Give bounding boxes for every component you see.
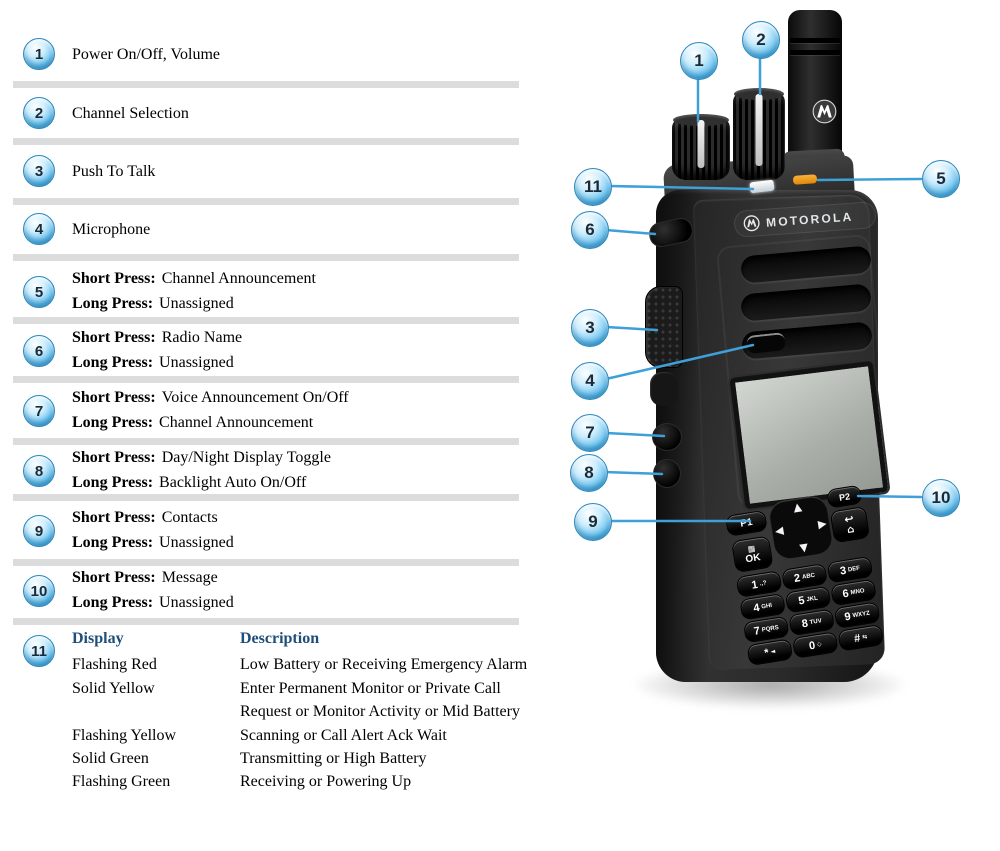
legend-item-mic: Microphone bbox=[72, 221, 151, 238]
separator bbox=[13, 376, 519, 383]
legend-item-btn5: Short Press:Channel Announcement Long Pr… bbox=[72, 270, 316, 312]
knob-indicator-stripe bbox=[755, 94, 763, 166]
legend-badge-11: 11 bbox=[23, 635, 55, 667]
led-state: Flashing Yellow bbox=[72, 726, 177, 744]
separator bbox=[13, 438, 519, 445]
volume-knob bbox=[672, 114, 730, 180]
legend-badge-8: 8 bbox=[23, 455, 55, 487]
knob-indicator-stripe bbox=[697, 120, 705, 168]
motorola-emblem-icon bbox=[743, 215, 760, 232]
led-state: Flashing Red bbox=[72, 656, 157, 674]
space-icon: ◇ bbox=[816, 640, 823, 649]
legend-item-power: Power On/Off, Volume bbox=[72, 46, 220, 63]
dpad-left-icon: ◀ bbox=[774, 523, 785, 538]
led-indicator-table: Display Description Flashing Red Low Bat… bbox=[72, 627, 532, 794]
badge-number: 6 bbox=[34, 342, 44, 360]
led-desc: Scanning or Call Alert Ack Wait bbox=[240, 726, 447, 744]
legend-badge-9: 9 bbox=[23, 515, 55, 547]
legend-item-ptt: Push To Talk bbox=[72, 163, 156, 180]
dpad-right-icon: ▶ bbox=[817, 516, 828, 532]
radio-callout-1: 1 bbox=[680, 42, 718, 80]
badge-number: 4 bbox=[34, 220, 44, 238]
home-icon: ⌂ bbox=[846, 524, 856, 537]
legend-item-btn10: Short Press:Message Long Press:Unassigne… bbox=[72, 569, 234, 611]
toggle-icon: ⇆ bbox=[861, 633, 868, 642]
led-state: Solid Yellow bbox=[72, 679, 155, 697]
dpad: ▲ ▼ ◀ ▶ bbox=[767, 494, 834, 561]
brand-wordmark: MOTOROLA bbox=[765, 209, 854, 230]
ok-key: ▦OK bbox=[731, 535, 774, 574]
top-orange-button bbox=[792, 174, 818, 185]
led-table-description-header: Description bbox=[240, 630, 320, 647]
legend-item-btn7: Short Press:Voice Announcement On/Off Lo… bbox=[72, 389, 349, 431]
key-lock-icon: ◄ bbox=[770, 647, 776, 656]
legend-badge-7: 7 bbox=[23, 395, 55, 427]
badge-number: 3 bbox=[34, 162, 44, 180]
led-desc: Enter Permanent Monitor or Private Call … bbox=[240, 679, 520, 721]
legend-badge-1: 1 bbox=[23, 38, 55, 70]
separator bbox=[13, 81, 519, 88]
badge-number: 8 bbox=[34, 462, 44, 480]
p2-key: P2 bbox=[826, 484, 863, 509]
separator bbox=[13, 138, 519, 145]
led-desc: Transmitting or High Battery bbox=[240, 750, 427, 768]
separator bbox=[13, 198, 519, 205]
legend-badge-10: 10 bbox=[23, 575, 55, 607]
legend-item-channel: Channel Selection bbox=[72, 105, 189, 122]
badge-number: 9 bbox=[34, 522, 44, 540]
legend-badge-2: 2 bbox=[23, 97, 55, 129]
radio-callout-10: 10 bbox=[922, 479, 960, 517]
legend-badge-6: 6 bbox=[23, 335, 55, 367]
badge-number: 2 bbox=[34, 104, 44, 122]
radio-callout-3: 3 bbox=[571, 309, 609, 347]
led-state: Solid Green bbox=[72, 750, 149, 768]
brand-plate: MOTOROLA bbox=[733, 201, 877, 238]
dpad-up-icon: ▲ bbox=[792, 500, 803, 515]
radio-callout-2: 2 bbox=[742, 21, 780, 59]
led-table-display-header: Display bbox=[72, 630, 124, 647]
radio-callout-11: 11 bbox=[574, 168, 612, 206]
radio-callout-9: 9 bbox=[574, 503, 612, 541]
radio-callout-7: 7 bbox=[571, 414, 609, 452]
legend-badge-5: 5 bbox=[23, 276, 55, 308]
legend-item-btn8: Short Press:Day/Night Display Toggle Lon… bbox=[72, 449, 331, 491]
antenna bbox=[788, 10, 842, 176]
separator bbox=[13, 559, 519, 566]
legend-badge-4: 4 bbox=[23, 213, 55, 245]
separator bbox=[13, 317, 519, 324]
side-button-1 bbox=[652, 423, 682, 451]
channel-knob bbox=[733, 88, 785, 180]
led-state: Flashing Green bbox=[72, 773, 171, 791]
legend-item-btn9: Short Press:Contacts Long Press:Unassign… bbox=[72, 509, 234, 551]
radio-callout-6: 6 bbox=[571, 211, 609, 249]
separator bbox=[13, 254, 519, 261]
separator bbox=[13, 618, 519, 625]
key-star: *◄ bbox=[746, 638, 794, 667]
badge-number: 7 bbox=[34, 402, 44, 420]
side-lower-bump bbox=[650, 372, 678, 406]
radio-callout-8: 8 bbox=[570, 454, 608, 492]
dpad-down-icon: ▼ bbox=[798, 540, 810, 555]
antenna-groove bbox=[790, 38, 840, 43]
led-desc: Low Battery or Receiving Emergency Alarm bbox=[240, 656, 528, 674]
legend-item-btn6: Short Press:Radio Name Long Press:Unassi… bbox=[72, 329, 243, 371]
radio-callout-5: 5 bbox=[922, 160, 960, 198]
antenna-groove bbox=[790, 50, 840, 55]
side-button-2 bbox=[653, 459, 681, 488]
p1-key: P1 bbox=[725, 509, 768, 537]
key-hash: #⇆ bbox=[837, 623, 885, 652]
motorola-emblem-antenna-icon bbox=[812, 99, 837, 124]
legend-badge-3: 3 bbox=[23, 155, 55, 187]
led-desc: Receiving or Powering Up bbox=[240, 773, 412, 791]
badge-number: 5 bbox=[34, 283, 44, 301]
key-0: 0◇ bbox=[791, 631, 839, 659]
separator bbox=[13, 494, 519, 501]
radio-callout-4: 4 bbox=[571, 362, 609, 400]
ptt-button bbox=[645, 286, 683, 368]
badge-number: 1 bbox=[34, 45, 44, 63]
badge-number: 11 bbox=[31, 642, 47, 660]
back-home-key: ↩⌂ bbox=[829, 505, 871, 544]
badge-number: 10 bbox=[30, 582, 48, 600]
